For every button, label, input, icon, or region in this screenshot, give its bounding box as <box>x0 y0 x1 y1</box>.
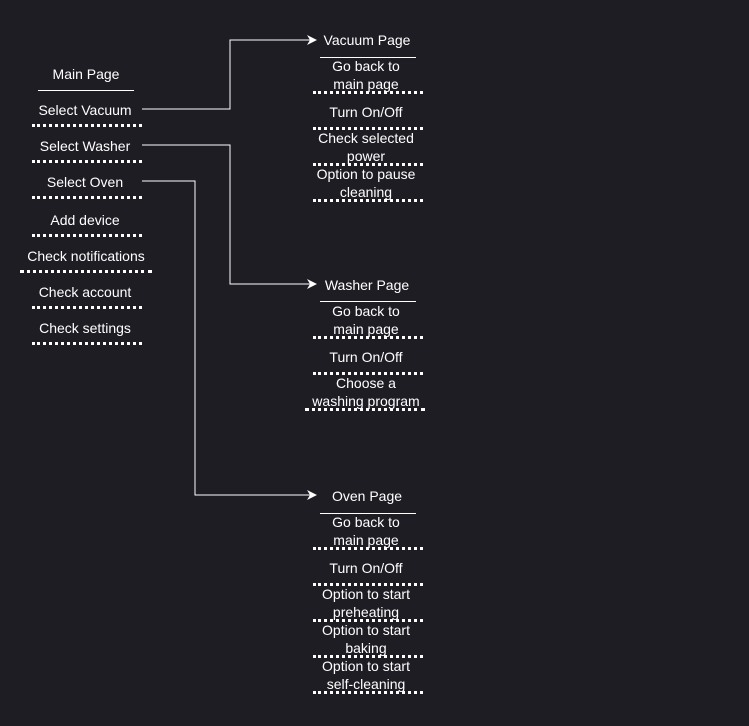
vacuum-item-turn-on-off-underline <box>313 127 423 130</box>
main-item-select-washer-underline <box>32 160 142 163</box>
vacuum-item-check-power-underline <box>313 163 423 166</box>
main-item-select-washer[interactable]: Select Washer <box>39 138 131 154</box>
main-page-title-rule <box>38 90 134 91</box>
vacuum-item-go-back[interactable]: Go back to main page <box>332 58 400 92</box>
washer-page-title: Washer Page <box>324 277 410 293</box>
oven-item-self-cleaning-underline <box>313 691 423 694</box>
main-item-check-account-underline <box>32 306 142 309</box>
vacuum-item-check-power[interactable]: Check selected power <box>318 130 414 164</box>
main-page-title: Main Page <box>52 66 120 82</box>
oven-item-turn-on-off[interactable]: Turn On/Off <box>329 560 403 576</box>
connector-vacuum <box>142 35 317 110</box>
vacuum-item-go-back-underline <box>313 91 423 94</box>
connector-oven <box>142 180 317 500</box>
main-item-check-account[interactable]: Check account <box>38 284 132 300</box>
washer-item-turn-on-off-underline <box>313 372 423 375</box>
main-item-check-notifications[interactable]: Check notifications <box>27 248 145 264</box>
washer-item-washing-program[interactable]: Choose a washing program <box>312 375 420 409</box>
main-item-check-settings-underline <box>32 342 142 345</box>
vacuum-page-title: Vacuum Page <box>323 32 411 48</box>
main-item-check-notifications-underline <box>20 270 152 273</box>
washer-page-title-rule <box>320 301 416 302</box>
washer-item-go-back[interactable]: Go back to main page <box>332 303 400 337</box>
washer-item-washing-program-underline <box>305 408 425 411</box>
oven-item-preheating-underline <box>313 619 423 622</box>
washer-item-go-back-underline <box>313 336 423 339</box>
main-item-select-vacuum-underline <box>32 124 142 127</box>
oven-item-go-back-underline <box>313 547 423 550</box>
vacuum-item-turn-on-off[interactable]: Turn On/Off <box>329 104 403 120</box>
connector-washer <box>142 144 317 289</box>
oven-item-baking[interactable]: Option to start baking <box>322 622 410 656</box>
oven-item-self-cleaning[interactable]: Option to start self-cleaning <box>322 658 410 692</box>
oven-item-turn-on-off-underline <box>313 583 423 586</box>
vacuum-item-pause-cleaning-underline <box>313 199 423 202</box>
main-item-add-device-underline <box>32 234 142 237</box>
main-item-add-device[interactable]: Add device <box>50 212 120 228</box>
washer-item-turn-on-off[interactable]: Turn On/Off <box>329 349 403 365</box>
oven-page-title-rule <box>320 513 416 514</box>
oven-item-baking-underline <box>313 655 423 658</box>
oven-page-title: Oven Page <box>331 488 403 504</box>
main-item-select-oven[interactable]: Select Oven <box>46 174 124 190</box>
oven-item-go-back[interactable]: Go back to main page <box>332 514 400 548</box>
vacuum-item-pause-cleaning[interactable]: Option to pause cleaning <box>316 166 416 200</box>
vacuum-page-title-rule <box>320 57 416 58</box>
main-item-check-settings[interactable]: Check settings <box>39 320 131 336</box>
oven-item-preheating[interactable]: Option to start preheating <box>322 586 410 620</box>
main-item-select-vacuum[interactable]: Select Vacuum <box>38 102 132 118</box>
main-item-select-oven-underline <box>32 196 142 199</box>
